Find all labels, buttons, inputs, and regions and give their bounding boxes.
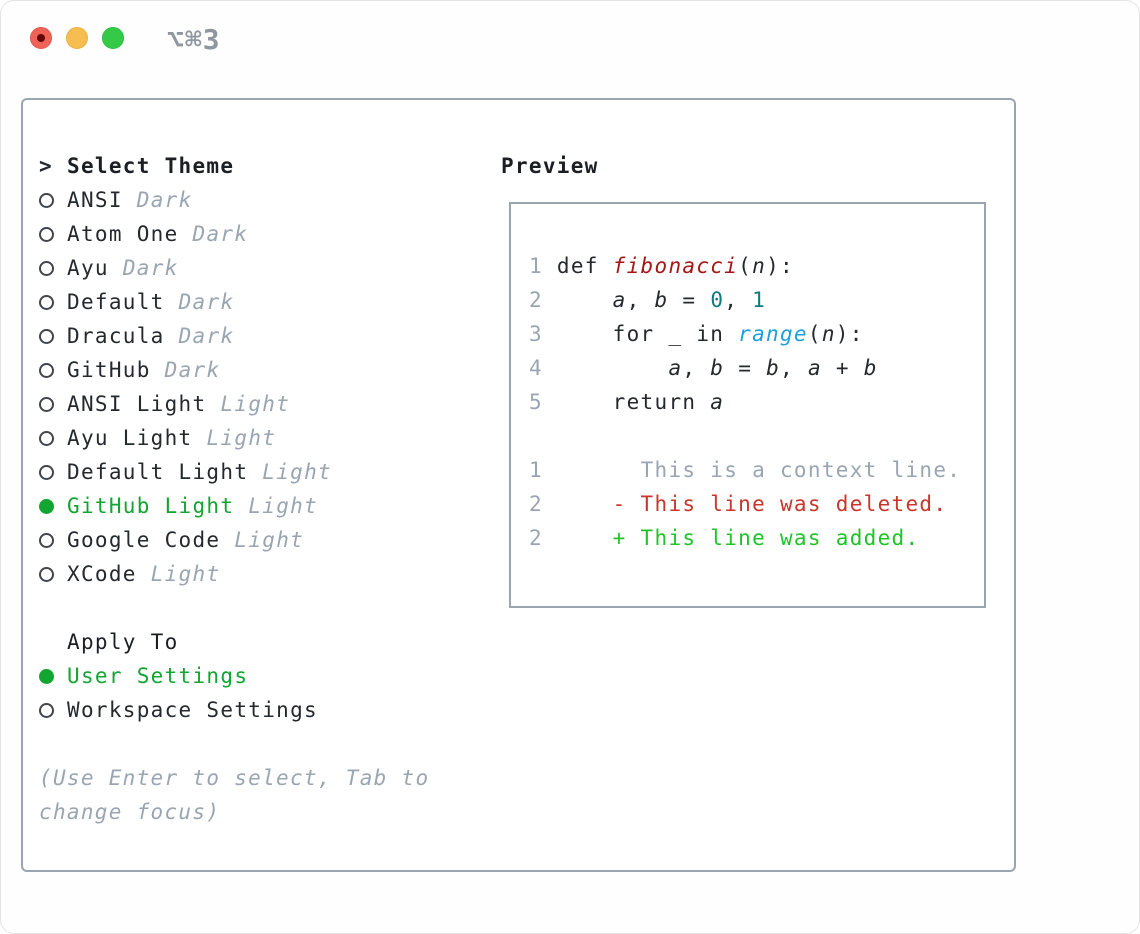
theme-list: > Select Theme ANSI Dark Atom One Dark A… bbox=[39, 149, 501, 829]
preview-pane: Preview 1 def fibonacci(n): 2 a, b = 0, … bbox=[501, 149, 1014, 829]
theme-name: GitHub Light bbox=[67, 494, 235, 518]
theme-tag: Light bbox=[220, 392, 291, 416]
code-line: 5 return a bbox=[529, 390, 725, 414]
radio-icon bbox=[39, 294, 54, 310]
theme-name: GitHub bbox=[67, 358, 151, 382]
theme-tag: Dark bbox=[192, 222, 249, 246]
theme-name: Ayu bbox=[67, 256, 109, 280]
window-title: ⌥⌘3 bbox=[167, 23, 221, 56]
apply-to-header-row: Apply To bbox=[39, 625, 501, 659]
apply-option-label: User Settings bbox=[67, 664, 249, 688]
title-bar: ⌥⌘3 bbox=[1, 1, 1139, 96]
theme-name: ANSI bbox=[67, 188, 123, 212]
theme-option-xcode-light[interactable]: XCode Light bbox=[39, 557, 501, 591]
theme-name: ANSI Light bbox=[67, 392, 207, 416]
code-line: 2 a, b = 0, 1 bbox=[529, 288, 767, 312]
diff-context-line: 1 This is a context line. bbox=[529, 458, 962, 482]
theme-name: Default Light bbox=[67, 460, 249, 484]
theme-tag: Light bbox=[234, 528, 305, 552]
theme-option-ayu-light[interactable]: Ayu Light Light bbox=[39, 421, 501, 455]
apply-to-title: Apply To bbox=[67, 630, 179, 654]
diff-deleted-line: 2 - This line was deleted. bbox=[529, 492, 948, 516]
theme-tag: Dark bbox=[178, 290, 235, 314]
theme-tag: Dark bbox=[122, 256, 179, 280]
theme-option-atom-one-dark[interactable]: Atom One Dark bbox=[39, 217, 501, 251]
theme-name: XCode bbox=[67, 562, 137, 586]
theme-list-title: Select Theme bbox=[67, 154, 235, 178]
theme-option-dracula-dark[interactable]: Dracula Dark bbox=[39, 319, 501, 353]
theme-option-ansi-light[interactable]: ANSI Light Light bbox=[39, 387, 501, 421]
theme-option-default-light[interactable]: Default Light Light bbox=[39, 455, 501, 489]
radio-icon bbox=[39, 702, 54, 718]
theme-name: Dracula bbox=[67, 324, 165, 348]
theme-option-github-light[interactable]: GitHub Light Light bbox=[39, 489, 501, 523]
radio-icon bbox=[39, 430, 54, 446]
theme-option-default-dark[interactable]: Default Dark bbox=[39, 285, 501, 319]
theme-tag: Dark bbox=[178, 324, 235, 348]
code-line: 4 a, b = b, a + b bbox=[529, 356, 878, 380]
theme-option-ayu-dark[interactable]: Ayu Dark bbox=[39, 251, 501, 285]
theme-name: Google Code bbox=[67, 528, 221, 552]
theme-tag: Light bbox=[150, 562, 221, 586]
radio-selected-icon bbox=[39, 668, 54, 684]
keyboard-hint: (Use Enter to select, Tab to change focu… bbox=[39, 766, 430, 824]
theme-option-github-dark[interactable]: GitHub Dark bbox=[39, 353, 501, 387]
theme-tag: Light bbox=[206, 426, 277, 450]
zoom-button-icon[interactable] bbox=[102, 27, 124, 49]
preview-code-box: 1 def fibonacci(n): 2 a, b = 0, 1 3 for … bbox=[509, 202, 986, 608]
radio-icon bbox=[39, 260, 54, 276]
apply-option-user-settings[interactable]: User Settings bbox=[39, 659, 501, 693]
blank-line bbox=[529, 419, 984, 453]
apply-option-label: Workspace Settings bbox=[67, 698, 318, 722]
theme-tag: Light bbox=[262, 460, 332, 484]
theme-tag: Light bbox=[248, 494, 319, 518]
theme-option-ansi-dark[interactable]: ANSI Dark bbox=[39, 183, 501, 217]
minimize-button-icon[interactable] bbox=[66, 27, 88, 49]
apply-option-workspace-settings[interactable]: Workspace Settings bbox=[39, 693, 501, 727]
close-button-icon[interactable] bbox=[30, 27, 52, 49]
theme-list-header-row: > Select Theme bbox=[39, 149, 501, 183]
preview-title: Preview bbox=[501, 154, 599, 178]
code-line: 1 def fibonacci(n): bbox=[529, 254, 794, 278]
theme-name: Atom One bbox=[67, 222, 179, 246]
theme-name: Default bbox=[67, 290, 165, 314]
code-line: 3 for _ in range(n): bbox=[529, 322, 864, 346]
theme-tag: Dark bbox=[136, 188, 193, 212]
radio-icon bbox=[39, 396, 54, 412]
theme-name: Ayu Light bbox=[67, 426, 193, 450]
radio-icon bbox=[39, 532, 54, 548]
main-panel: > Select Theme ANSI Dark Atom One Dark A… bbox=[21, 98, 1016, 872]
radio-icon bbox=[39, 328, 54, 344]
theme-option-google-code-light[interactable]: Google Code Light bbox=[39, 523, 501, 557]
radio-icon bbox=[39, 566, 54, 582]
radio-icon bbox=[39, 362, 54, 378]
radio-icon bbox=[39, 226, 54, 242]
diff-added-line: 2 + This line was added. bbox=[529, 526, 920, 550]
radio-selected-icon bbox=[39, 498, 54, 514]
prompt-icon: > bbox=[39, 154, 53, 178]
theme-tag: Dark bbox=[164, 358, 221, 382]
radio-icon bbox=[39, 192, 54, 208]
radio-icon bbox=[39, 464, 54, 480]
